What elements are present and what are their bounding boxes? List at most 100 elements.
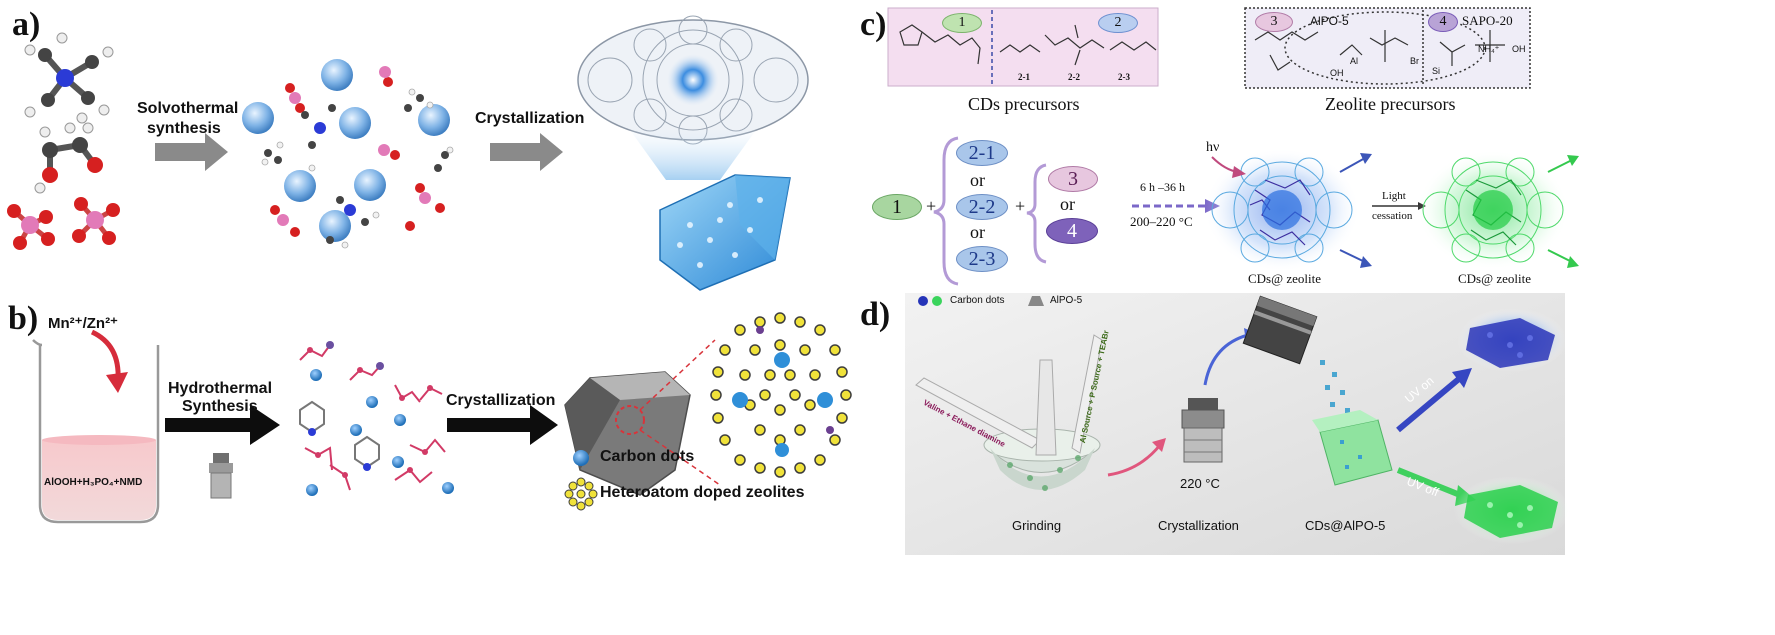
c-product2-label: CDs@ zeolite — [1458, 271, 1531, 286]
d-caption-grinding: Grinding — [1012, 518, 1062, 533]
c-green-emit-head-2 — [1567, 256, 1579, 268]
a-arrow-1 — [155, 133, 228, 171]
c-sub-2-2: 2-2 — [1068, 72, 1080, 82]
panel-b-letter: b) — [8, 300, 39, 337]
c-mol-oh2: OH — [1512, 44, 1526, 54]
c-mol-nh4: NH₄⁺ — [1478, 44, 1500, 54]
c-num-2-badge: 2 — [1098, 13, 1138, 33]
b-ions-label: Mn²⁺/Zn²⁺ — [48, 315, 118, 332]
panel-a-letter: a) — [12, 6, 41, 43]
c-temp-label: 200–220 °C — [1130, 214, 1193, 229]
b-step2: Crystallization — [446, 392, 556, 409]
b-ions-arrowhead — [106, 372, 128, 393]
c-zeolite-structures — [1254, 30, 1505, 71]
a-step1-line1: Solvothermal — [137, 100, 239, 117]
a-arrow-2 — [490, 133, 563, 171]
c-time-label: 6 h –36 h — [1140, 180, 1185, 194]
c-emit-arrow-2 — [1339, 249, 1366, 263]
b-mixture — [299, 341, 454, 496]
c-scheme-plus-1: + — [926, 196, 937, 216]
d-legend-dot-green — [932, 296, 942, 306]
d-legend-alpo5: AlPO-5 — [1050, 295, 1083, 306]
c-num-3-badge: 3 — [1255, 12, 1293, 32]
c-cds-structures — [899, 24, 1157, 66]
b-zeolite-zoom — [710, 312, 852, 478]
c-hv-arrowhead — [1232, 166, 1246, 178]
c-hv-label: hν — [1206, 140, 1220, 155]
b-autoclave — [209, 453, 233, 499]
c-opt-2-1: 2-1 — [956, 140, 1008, 166]
d-pouring-cylinder — [1242, 295, 1318, 365]
d-arrow-to-pour — [1203, 333, 1249, 386]
a-zeolite-framework — [577, 15, 809, 180]
d-legend-carbon-dots: Carbon dots — [950, 295, 1005, 306]
b-step1-line1: Hydrothermal — [168, 380, 273, 397]
c-or-2: or — [970, 222, 985, 242]
d-arrow-to-autoclave — [1107, 444, 1162, 477]
c-product-blue — [1204, 148, 1360, 272]
c-mol-si: Si — [1432, 66, 1441, 76]
b-beaker — [32, 339, 160, 524]
d-product-blue — [1457, 308, 1567, 372]
c-mol-br: Br — [1410, 56, 1419, 66]
c-or-3: or — [1060, 194, 1075, 214]
c-sapo20-label: SAPO-20 — [1462, 13, 1513, 28]
c-cessation-label: cessation — [1372, 210, 1413, 222]
b-legend-zeolites: Heteroatom doped zeolites — [600, 484, 805, 501]
a-step2: Crystallization — [475, 110, 585, 127]
c-opt-3: 3 — [1048, 166, 1098, 192]
a-molecule-glycol — [34, 122, 103, 194]
c-sub-2-1: 2-1 — [1018, 72, 1030, 82]
b-step1-line2: Synthesis — [182, 398, 258, 415]
c-num-1-badge: 1 — [942, 13, 982, 33]
c-product1-label: CDs@ zeolite — [1248, 271, 1321, 286]
c-brace-2 — [1026, 163, 1047, 264]
a-molecule-phosphate — [7, 197, 120, 250]
c-green-emit-head-1 — [1567, 155, 1579, 166]
b-crystal — [564, 339, 721, 496]
c-light-label: Light — [1382, 190, 1406, 202]
c-opt-2-3: 2-3 — [956, 246, 1008, 272]
c-zeolite-ellipse — [1284, 11, 1486, 85]
a-step1-line2: synthesis — [147, 120, 221, 137]
b-arrow-1 — [165, 405, 280, 445]
c-zeolite-caption: Zeolite precursors — [1325, 94, 1456, 114]
c-green-emit-2 — [1547, 249, 1573, 263]
c-emit-arrowhead-2 — [1360, 256, 1372, 268]
d-legend-dot-blue — [918, 296, 928, 306]
c-cds-caption: CDs precursors — [968, 94, 1080, 114]
d-caption-cds-alpo5: CDs@AlPO-5 — [1305, 518, 1386, 533]
c-green-emit-1 — [1547, 159, 1573, 173]
d-legend-crystal — [1028, 296, 1044, 306]
c-product-green — [1417, 150, 1569, 270]
d-uv-off-arrow — [1396, 467, 1462, 498]
d-uv-on-arrow — [1396, 375, 1462, 433]
a-zeolite-crystal — [659, 174, 791, 291]
d-product-green — [1454, 476, 1570, 544]
b-legend-carbon-dots: Carbon dots — [600, 448, 695, 465]
c-opt-2-2: 2-2 — [956, 194, 1008, 220]
d-arrow-to-autoclave-head — [1152, 438, 1166, 452]
panel-d-letter: d) — [860, 296, 891, 333]
c-emit-arrowhead-1 — [1360, 153, 1372, 164]
a-mixture — [242, 59, 454, 249]
d-uv-on-arrowhead — [1452, 368, 1472, 388]
c-or-1: or — [970, 170, 985, 190]
c-mol-al: Al — [1350, 56, 1359, 66]
b-legend-carbon-dot — [573, 450, 589, 466]
c-mol-oh1: OH — [1330, 68, 1344, 78]
c-brace-1 — [933, 136, 959, 286]
b-arrow-2 — [447, 405, 558, 445]
d-pestle — [1035, 359, 1057, 456]
d-caption-crystallization: Crystallization — [1158, 518, 1239, 533]
c-num-4-badge: 4 — [1428, 12, 1458, 32]
d-autoclave — [1181, 398, 1225, 463]
c-scheme-plus-2: + — [1015, 196, 1026, 216]
d-rod-right — [1071, 334, 1103, 454]
b-legend-zeolite-icon — [564, 477, 598, 511]
a-molecule-tea — [24, 32, 114, 124]
c-sub-2-3: 2-3 — [1118, 72, 1130, 82]
d-cds-alpo-crystal — [1312, 410, 1393, 486]
c-alpo5-label: AlPO-5 — [1310, 14, 1349, 28]
